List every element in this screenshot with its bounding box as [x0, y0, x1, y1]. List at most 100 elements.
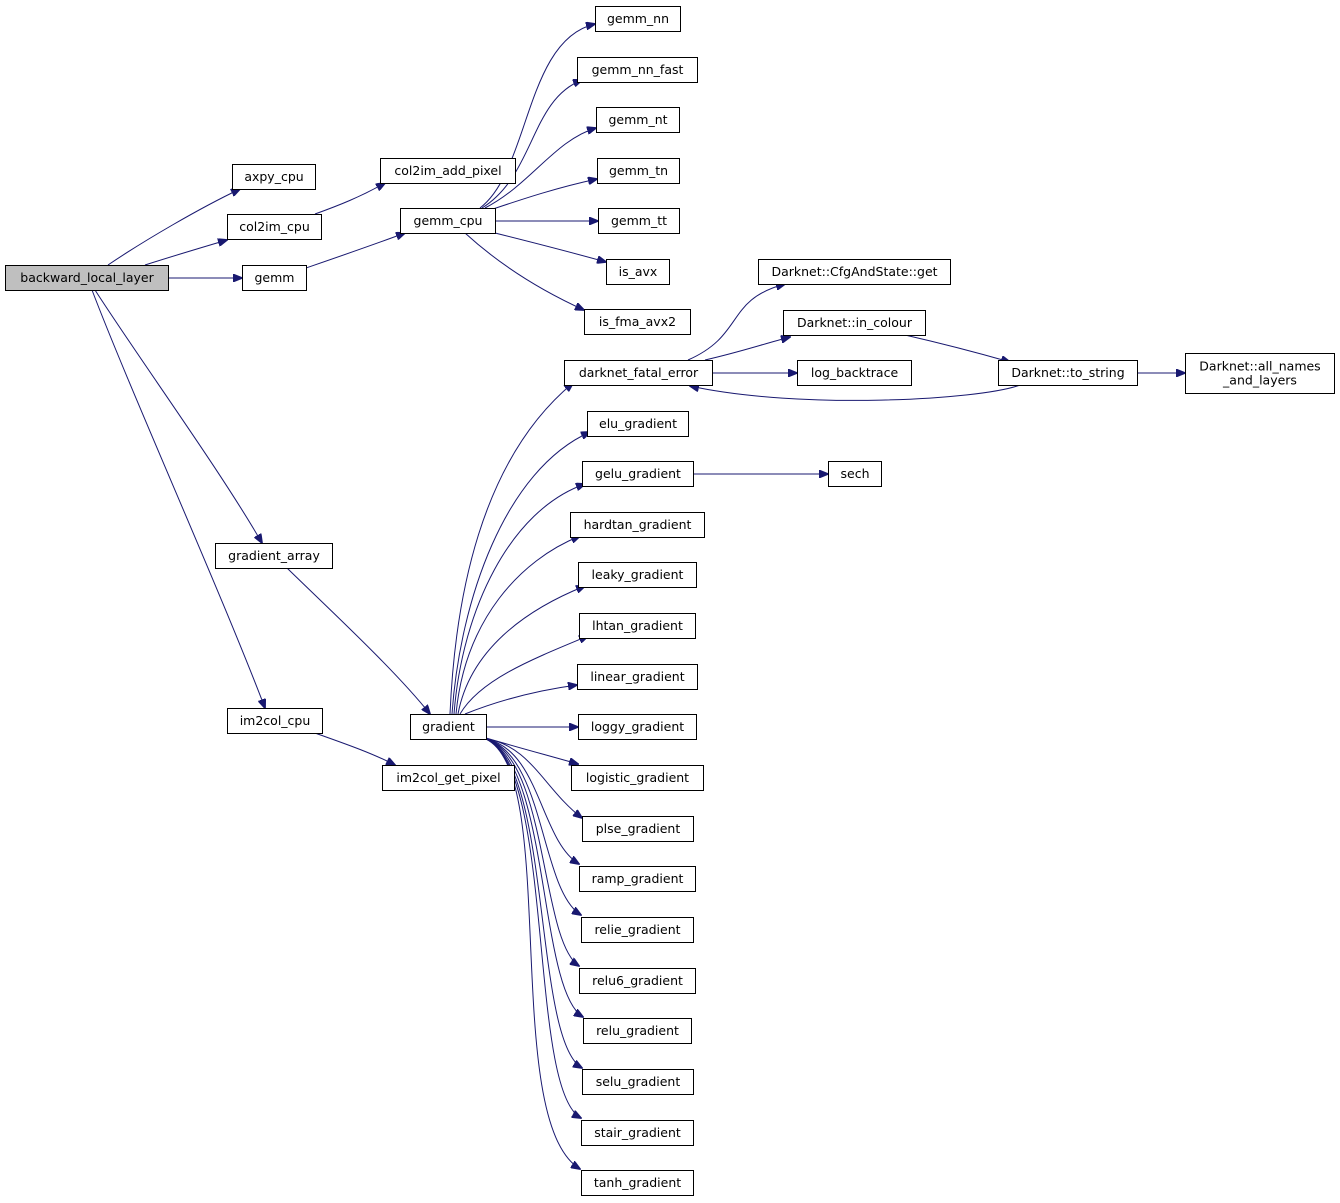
node-loggy_gradient[interactable]: loggy_gradient	[578, 714, 697, 740]
node-label: selu_gradient	[596, 1074, 681, 1089]
node-logistic_gradient[interactable]: logistic_gradient	[571, 765, 704, 791]
node-gemm_cpu[interactable]: gemm_cpu	[400, 208, 496, 234]
node-box	[581, 917, 694, 943]
node-relu_gradient[interactable]: relu_gradient	[583, 1018, 692, 1044]
node-box	[597, 158, 680, 184]
node-box	[579, 866, 696, 892]
node-is_avx[interactable]: is_avx	[606, 259, 670, 285]
edge-gradient-to-stair_gradient	[485, 738, 581, 1118]
node-label: Darknet::all_names	[1199, 359, 1320, 374]
node-box	[579, 613, 696, 639]
node-label: axpy_cpu	[244, 169, 303, 184]
node-gelu_gradient[interactable]: gelu_gradient	[582, 461, 694, 487]
edge-gradient-to-elu_gradient	[451, 432, 590, 715]
node-gradient[interactable]: gradient	[410, 714, 487, 740]
node-in_colour[interactable]: Darknet::in_colour	[783, 310, 926, 336]
node-box	[570, 512, 705, 538]
node-relu6_gradient[interactable]: relu6_gradient	[579, 968, 696, 994]
node-box	[571, 765, 704, 791]
node-box	[227, 214, 322, 240]
node-to_string[interactable]: Darknet::to_string	[998, 360, 1138, 386]
node-lhtan_gradient[interactable]: lhtan_gradient	[579, 613, 696, 639]
node-label: gradient	[422, 719, 475, 734]
node-label: darknet_fatal_error	[579, 365, 699, 380]
node-tanh_gradient[interactable]: tanh_gradient	[581, 1170, 694, 1196]
node-label: gemm_nn_fast	[592, 62, 684, 77]
node-hardtan_gradient[interactable]: hardtan_gradient	[570, 512, 705, 538]
node-box	[577, 57, 698, 83]
node-im2col_cpu[interactable]: im2col_cpu	[227, 708, 323, 734]
node-label: stair_gradient	[594, 1125, 681, 1140]
edge-gradient_array-to-gradient	[286, 567, 430, 714]
node-box	[215, 543, 333, 569]
node-box	[595, 6, 681, 32]
node-selu_gradient[interactable]: selu_gradient	[582, 1069, 694, 1095]
node-box	[227, 708, 323, 734]
node-axpy_cpu[interactable]: axpy_cpu	[232, 164, 316, 190]
node-col2im_cpu[interactable]: col2im_cpu	[227, 214, 322, 240]
node-box	[577, 664, 698, 690]
node-cfgandstate_get[interactable]: Darknet::CfgAndState::get	[758, 259, 951, 285]
node-gradient_array[interactable]: gradient_array	[215, 543, 333, 569]
node-darknet_fatal_error[interactable]: darknet_fatal_error	[564, 360, 713, 386]
node-log_backtrace[interactable]: log_backtrace	[797, 360, 912, 386]
node-box	[582, 1069, 694, 1095]
node-col2im_add_pixel[interactable]: col2im_add_pixel	[380, 158, 516, 184]
nodes-layer: backward_local_layeraxpy_cpucol2im_cpuge…	[5, 6, 1335, 1196]
node-backward_local_layer[interactable]: backward_local_layer	[5, 265, 169, 291]
node-elu_gradient[interactable]: elu_gradient	[587, 411, 689, 437]
node-box	[564, 360, 713, 386]
edge-im2col_cpu-to-im2col_get_pixel	[314, 732, 395, 765]
node-box	[578, 714, 697, 740]
edge-backward_local_layer-to-gradient_array	[94, 289, 262, 543]
node-box	[582, 461, 694, 487]
node-box	[606, 259, 670, 285]
node-plse_gradient[interactable]: plse_gradient	[582, 816, 694, 842]
node-gemm_tt[interactable]: gemm_tt	[598, 208, 680, 234]
node-is_fma_avx2[interactable]: is_fma_avx2	[584, 309, 691, 335]
node-box	[578, 562, 697, 588]
edge-backward_local_layer-to-axpy_cpu	[107, 189, 240, 266]
node-gemm[interactable]: gemm	[242, 265, 307, 291]
node-all_names_and_layers[interactable]: Darknet::all_names_and_layers	[1185, 353, 1335, 394]
node-gemm_nn_fast[interactable]: gemm_nn_fast	[577, 57, 698, 83]
node-box	[382, 765, 515, 791]
node-gemm_tn[interactable]: gemm_tn	[597, 158, 680, 184]
edge-backward_local_layer-to-col2im_cpu	[144, 240, 227, 266]
edges-layer	[91, 24, 1185, 1169]
node-label: logistic_gradient	[586, 770, 689, 785]
node-label: gradient_array	[228, 548, 320, 563]
node-label: log_backtrace	[811, 365, 899, 380]
node-relie_gradient[interactable]: relie_gradient	[581, 917, 694, 943]
node-box	[596, 107, 680, 133]
edge-gemm-to-gemm_cpu	[305, 233, 405, 269]
edge-gemm_cpu-to-gemm_nt	[484, 128, 596, 209]
node-box	[583, 1018, 692, 1044]
edge-gemm_cpu-to-is_avx	[494, 232, 606, 262]
node-sech[interactable]: sech	[828, 461, 882, 487]
node-label: backward_local_layer	[20, 270, 154, 285]
edge-in_colour-to-to_string	[904, 334, 1010, 362]
node-label: ramp_gradient	[592, 871, 684, 886]
edge-gemm_cpu-to-gemm_nn	[479, 24, 595, 209]
edge-gradient-to-darknet_fatal_error	[449, 383, 573, 715]
node-label: col2im_cpu	[239, 219, 310, 234]
node-leaky_gradient[interactable]: leaky_gradient	[578, 562, 697, 588]
node-box	[998, 360, 1138, 386]
node-label: gelu_gradient	[595, 466, 681, 481]
node-box	[582, 816, 694, 842]
node-gemm_nt[interactable]: gemm_nt	[596, 107, 680, 133]
node-label: relie_gradient	[594, 922, 680, 937]
node-label: gemm	[255, 270, 295, 285]
node-label: gemm_nt	[608, 112, 667, 127]
node-label: _and_layers	[1222, 373, 1297, 388]
node-box	[5, 265, 169, 291]
edge-backward_local_layer-to-im2col_cpu	[91, 289, 265, 708]
node-linear_gradient[interactable]: linear_gradient	[577, 664, 698, 690]
node-stair_gradient[interactable]: stair_gradient	[581, 1120, 694, 1146]
edge-gemm_cpu-to-is_fma_avx2	[464, 232, 584, 310]
node-ramp_gradient[interactable]: ramp_gradient	[579, 866, 696, 892]
node-im2col_get_pixel[interactable]: im2col_get_pixel	[382, 765, 515, 791]
node-gemm_nn[interactable]: gemm_nn	[595, 6, 681, 32]
node-box	[410, 714, 487, 740]
